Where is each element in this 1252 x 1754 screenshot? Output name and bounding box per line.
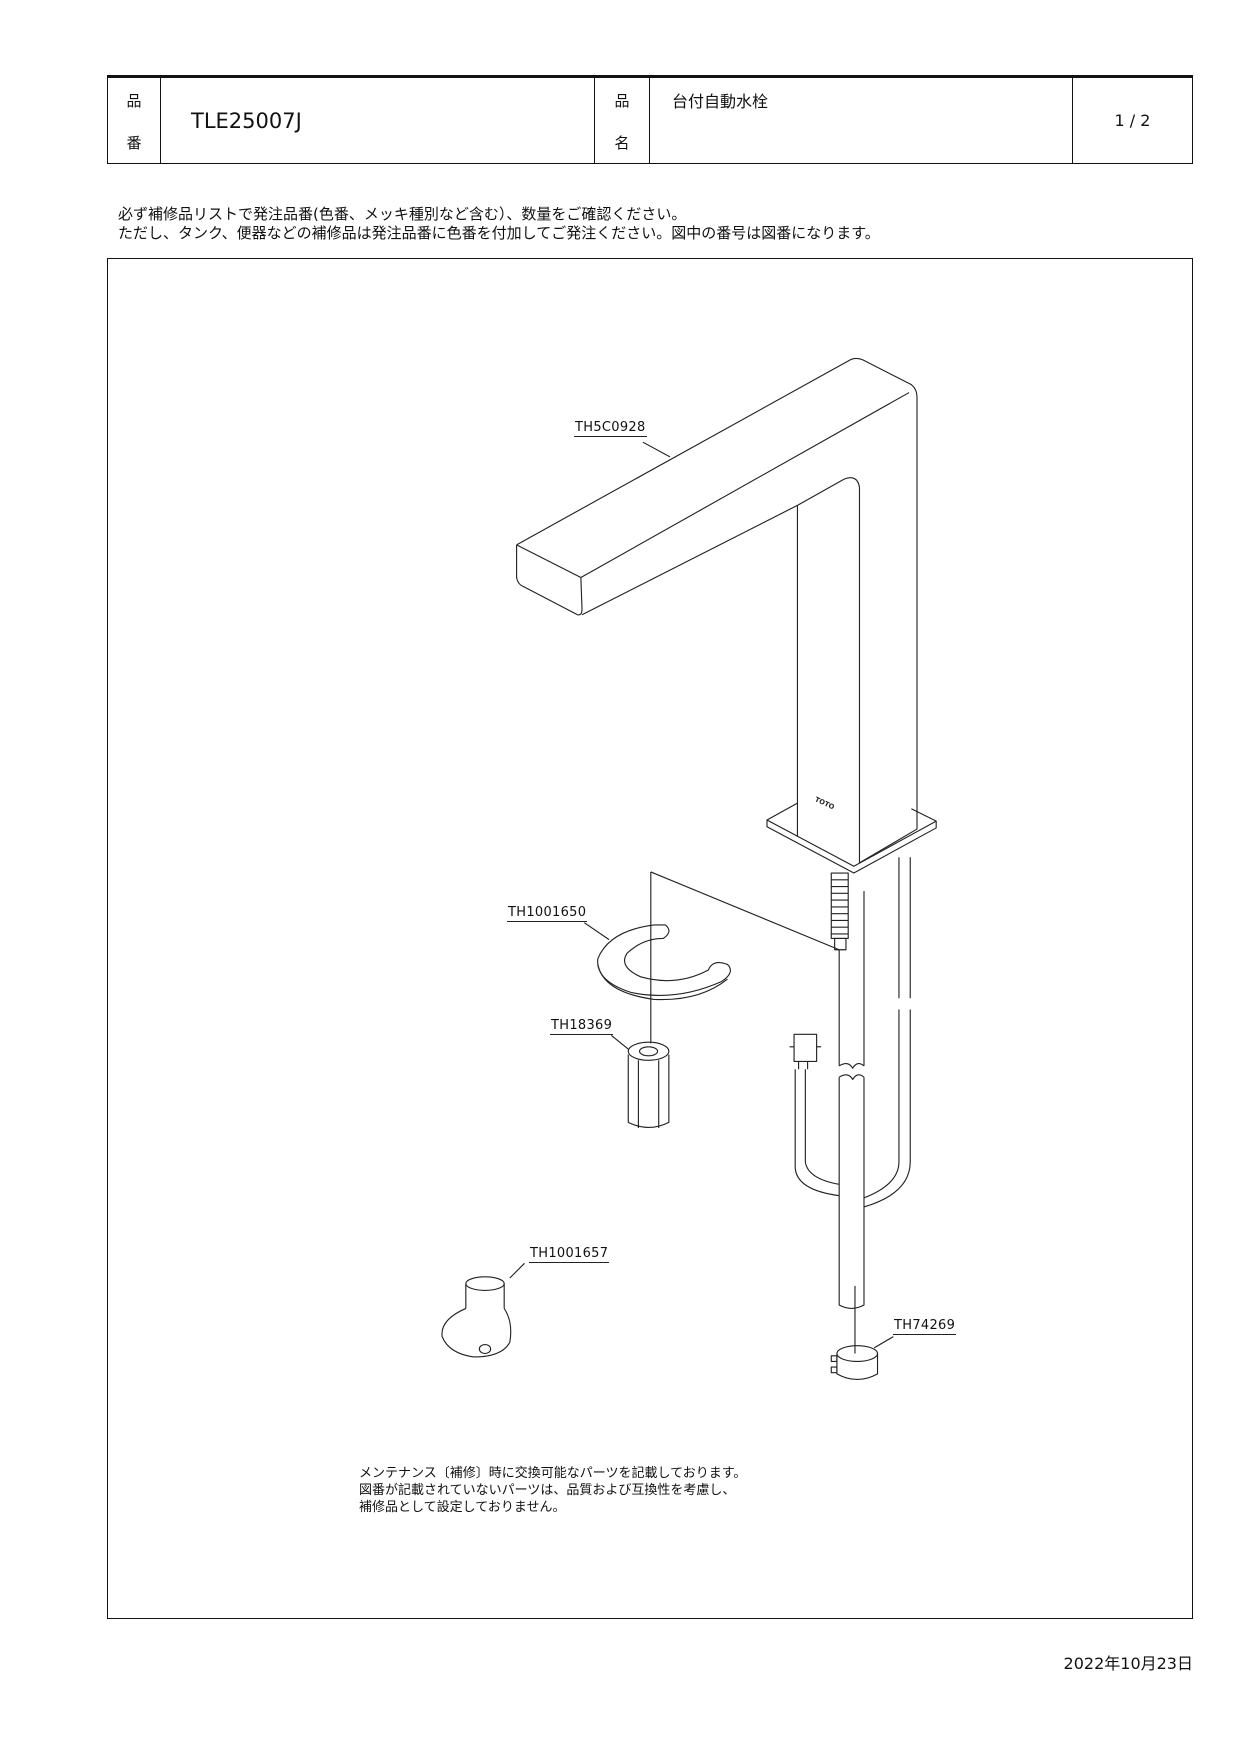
bracket-drawing (597, 924, 731, 1001)
assembly-guide-line (650, 871, 840, 1044)
page-number: 1 / 2 (1114, 111, 1151, 130)
title-block: 品 番 TLE25007J 品 名 台付自動水栓 1 / 2 (107, 75, 1193, 164)
base-plate-drawing (766, 802, 937, 874)
part-label-bracket: TH1001650 (507, 905, 588, 922)
part-number-label: 品 番 (108, 78, 161, 163)
maintenance-note-line: メンテナンス〔補修〕時に交換可能なパーツを記載しております。 (359, 1466, 747, 1481)
leader-lines (509, 441, 894, 1349)
issue-date: 2022年10月23日 (1063, 1654, 1193, 1673)
part-number: TLE25007J (161, 78, 595, 163)
clamp-drawing (830, 1345, 879, 1381)
maintenance-note: メンテナンス〔補修〕時に交換可能なパーツを記載しております。 図番が記載されてい… (359, 1465, 746, 1516)
order-note-line: 必ず補修品リストで発注品番(色番、メッキ種別など含む）、数量をご確認ください。 (118, 205, 687, 223)
maintenance-note-line: 補修品として設定しておりません。 (359, 1500, 566, 1515)
threaded-stem (830, 872, 849, 951)
maintenance-note-line: 図番が記載されていないパーツは、品質および互換性を考慮し、 (359, 1483, 736, 1498)
part-label-clamp: TH74269 (893, 1318, 957, 1335)
order-notes: 必ず補修品リストで発注品番(色番、メッキ種別など含む）、数量をご確認ください。 … (118, 205, 880, 243)
part-label-nut: TH18369 (550, 1018, 614, 1035)
product-name-label-top: 品 (614, 92, 630, 110)
product-name: 台付自動水栓 (650, 78, 1073, 163)
order-note-line: ただし、タンク、便器などの補修品は発注品番に色番を付加してご発注ください。図中の… (118, 224, 880, 242)
part-label-tool: TH1001657 (529, 1246, 610, 1263)
drawing-frame (107, 258, 1193, 1619)
nut-drawing (627, 1041, 670, 1128)
part-number-label-bottom: 番 (126, 134, 142, 152)
product-name-label: 品 名 (595, 78, 650, 163)
tool-drawing (441, 1276, 512, 1358)
part-label-spout: TH5C0928 (574, 420, 647, 437)
toto-logo: TOTO (814, 795, 836, 811)
product-name-label-bottom: 名 (614, 134, 630, 152)
spout-drawing: TOTO (516, 357, 918, 863)
part-number-label-top: 品 (126, 92, 142, 110)
hoses (789, 857, 911, 1309)
